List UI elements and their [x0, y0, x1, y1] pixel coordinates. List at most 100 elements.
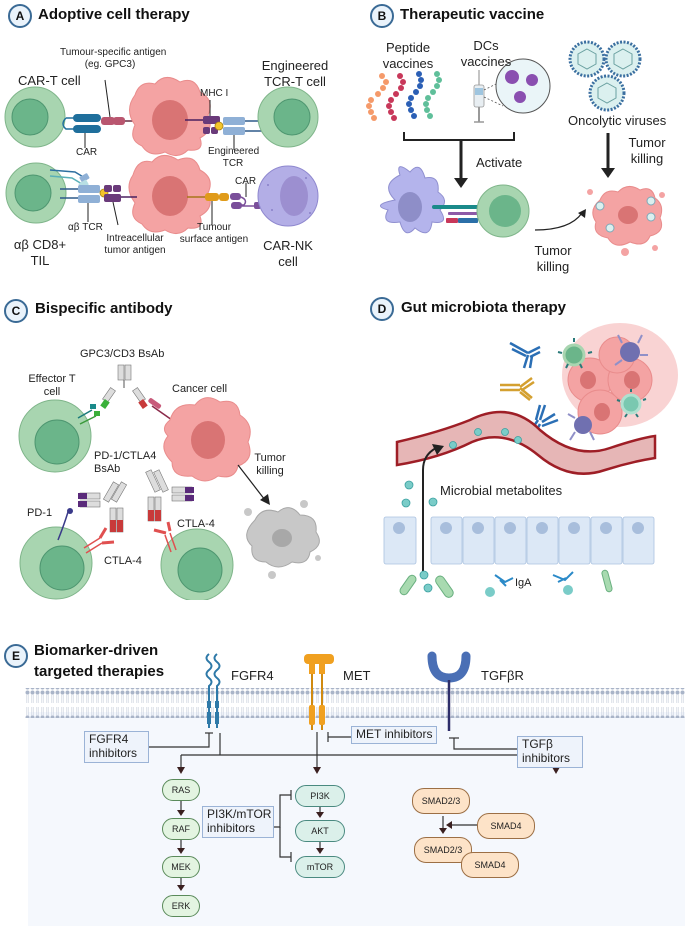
pd1-ctla4-bsab-line1: PD-1/CTLA4 — [94, 450, 157, 462]
tumour-surface-antigen-line1: Tumour — [196, 222, 232, 233]
pd1-receptor-icon — [57, 508, 73, 541]
engineered-tcr-t-cell-label: Engineered TCR-T cell — [255, 58, 335, 89]
node-ras: RAS — [162, 779, 200, 801]
node-smad4-side: SMAD4 — [477, 813, 535, 839]
tcr-t-cell-icon — [257, 86, 319, 148]
cancer-cell-icon — [163, 397, 251, 482]
ab-tcr-label: αβ TCR — [68, 222, 103, 233]
tgfb-inhibitors-box: TGFβ inhibitors — [517, 736, 583, 768]
car-nk-cell-line2: cell — [278, 253, 298, 269]
fgfr4-inhibitors-line1: FGFR4 — [89, 732, 129, 746]
tumor-cell-icon — [128, 77, 211, 234]
engineered-tcr-line1: Engineered — [208, 146, 260, 157]
peptide-vaccines-line2: vaccines — [382, 55, 434, 71]
ctla4-right-label: CTLA-4 — [177, 518, 215, 530]
pd1-ctla4-bsab-label: PD-1/CTLA4 BsAb — [94, 450, 156, 476]
panel-e-title-line1: Biomarker-driven — [34, 642, 159, 659]
panel-a-title: Adoptive cell therapy — [38, 6, 190, 23]
panel-c-illustration — [18, 364, 321, 600]
tumor-killing-bottom-label: Tumor killing — [528, 243, 578, 274]
car-t-cell-icon — [4, 86, 66, 148]
t-cell-left-icon — [19, 526, 93, 600]
blood-vessel-icon — [395, 410, 657, 475]
tumor-cluster-icon — [562, 323, 678, 435]
pi3k-mtor-inhibitors-box: PI3K/mTOR inhibitors — [202, 806, 274, 838]
metabolite-dots-icon — [401, 480, 438, 508]
node-mek: MEK — [162, 856, 200, 878]
ctla4-left-label: CTLA-4 — [104, 555, 142, 567]
panel-a-illustration — [4, 77, 319, 234]
iga-icon — [494, 571, 574, 587]
oncolytic-viruses-label: Oncolytic viruses — [568, 113, 667, 128]
pd1-ctla4-bsab-line2: BsAb — [94, 463, 121, 476]
node-pi3k: PI3K — [295, 785, 345, 807]
met-receptor-label: MET — [343, 668, 371, 683]
peptide-vaccines-line1: Peptide — [385, 40, 431, 55]
car-nk-cell-label: CAR-NK cell — [258, 238, 318, 269]
dcs-circle-icon — [495, 58, 551, 114]
tumour-surface-antigen-label: Tumour surface antigen — [178, 222, 250, 246]
tumor-killing-c-label: Tumor killing — [250, 452, 290, 478]
til-cell-icon — [5, 162, 67, 224]
node-akt: AKT — [295, 820, 345, 842]
engineered-tcr-t-line1: Engineered — [261, 58, 329, 73]
tumor-killing-right-label: Tumor killing — [622, 135, 672, 166]
dcs-vaccines-label: DCs vaccines — [456, 38, 516, 69]
lysed-tumor-icon — [587, 186, 665, 256]
tumor-killing-arrow — [237, 464, 266, 501]
cd3-receptor-icon — [77, 404, 100, 425]
effector-t-cell-icon — [18, 399, 92, 473]
car-t-cell-label: CAR-T cell — [18, 73, 81, 88]
pi3k-mtor-inhibitors-line2: inhibitors — [207, 820, 256, 835]
vaccines-bracket — [403, 132, 515, 188]
t-cell-right-icon — [160, 528, 234, 600]
dcs-vaccines-line2: vaccines — [460, 53, 512, 69]
panel-d-badge: D — [370, 297, 394, 321]
car-nk-cell-icon — [257, 165, 319, 227]
tgfbr-receptor-icon — [427, 651, 471, 731]
oncolytic-virus-icon — [568, 40, 642, 112]
tumour-surface-antigen-icon — [187, 193, 229, 225]
fgfr4-receptor-label: FGFR4 — [231, 668, 274, 683]
pd1-label: PD-1 — [27, 507, 53, 519]
dcs-vaccines-line1: DCs — [473, 38, 499, 53]
mhc-i-label: MHC I — [200, 88, 229, 99]
car-label-top: CAR — [76, 147, 98, 158]
tumour-surface-antigen-line2: surface antigen — [179, 234, 249, 245]
car-receptor-icon — [62, 114, 101, 148]
immune-cell-green-icon — [557, 338, 593, 369]
tumour-specific-antigen-label: Tumour-specific antigen (eg. GPC3) — [60, 47, 166, 71]
pd1-ctla4-bsab-icon-2 — [145, 469, 194, 522]
ctla4-receptor-right-icon — [153, 521, 177, 553]
engineered-tcr-line2: TCR — [222, 158, 244, 169]
fgfr4-inhibitors-box: FGFR4 inhibitors — [84, 731, 149, 763]
tumour-specific-antigen-line2: (eg. GPC3) — [84, 59, 136, 70]
tumor-killing-bottom-line2: killing — [536, 258, 570, 274]
tumor-killing-right-line1: Tumor — [628, 135, 666, 150]
panel-e-title-line2: targeted therapies — [34, 663, 165, 680]
ab-cd8-til-label: αβ CD8+ TIL — [10, 237, 70, 268]
ctla4-receptor-left-icon — [83, 527, 115, 554]
bacteria-icon — [399, 569, 613, 598]
syringe-icon — [473, 70, 504, 123]
panel-c-title: Bispecific antibody — [35, 300, 173, 317]
pi3k-mtor-inhibitors-line1: PI3K/mTOR — [207, 807, 272, 821]
panel-d-title: Gut microbiota therapy — [401, 299, 567, 316]
engineered-tcr-t-line2: TCR-T cell — [264, 73, 326, 89]
tumor-killing-bottom-line1: Tumor — [534, 243, 572, 258]
panel-b-badge: B — [370, 4, 394, 28]
mhc-i-icon — [185, 100, 224, 134]
panel-d-illustration — [383, 323, 678, 598]
pd1-ctla4-bsab-icon-1 — [78, 481, 128, 533]
effector-t-cell-line1: Effector T — [28, 373, 76, 385]
intracellular-antigen-icon — [104, 185, 137, 226]
intracellular-antigen-line1: Intreacellular — [106, 233, 164, 244]
epithelium-nuclei — [393, 522, 644, 534]
dc-cell-purple-icon — [567, 334, 648, 441]
antibody-blue-icon — [509, 341, 541, 369]
cell-membrane — [25, 688, 685, 718]
effector-t-cell-label: Effector T cell — [22, 373, 82, 399]
dc-tcell-synapse-icon — [432, 205, 480, 223]
pathway-arrowheads — [177, 767, 560, 891]
